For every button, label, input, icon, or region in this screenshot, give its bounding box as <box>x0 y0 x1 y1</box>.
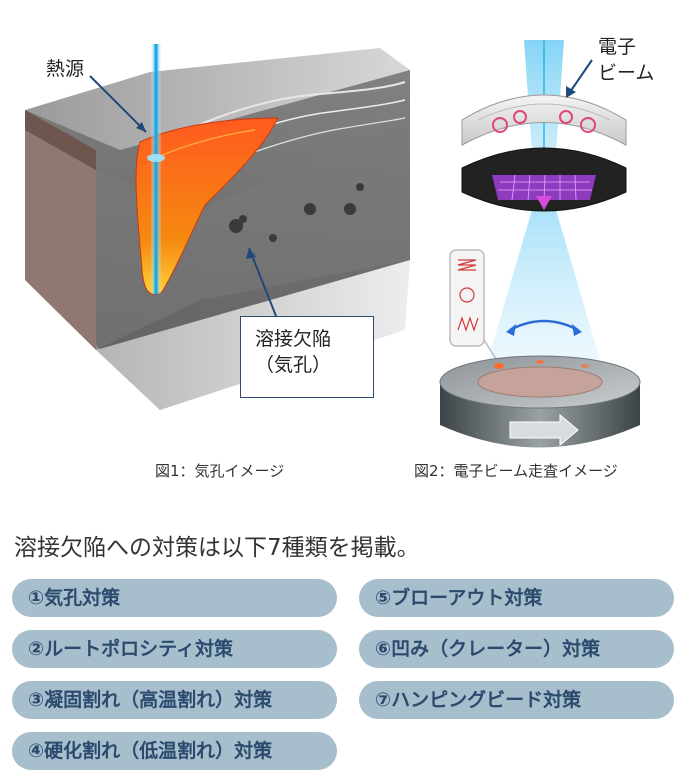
figure1-caption: 図1：気孔イメージ <box>155 462 285 480</box>
electron-beam-label-line1: 電子 <box>598 36 637 58</box>
heat-source-label: 熱源 <box>46 58 85 80</box>
defect-label-line1: 溶接欠陥 <box>255 328 332 350</box>
countermeasure-7-link[interactable]: ⑦ハンピングビード対策 <box>359 681 674 719</box>
weld-defect-callout: 溶接欠陥 （気孔） <box>240 316 374 398</box>
pores <box>229 183 364 242</box>
defect-label-line2: （気孔） <box>255 353 332 376</box>
countermeasure-2-link[interactable]: ②ルートポロシティ対策 <box>12 630 337 668</box>
deflection-coil-lower <box>461 147 627 212</box>
illustration <box>25 40 641 448</box>
molten-pool <box>135 117 279 295</box>
countermeasure-4-link[interactable]: ④硬化割れ（低温割れ）対策 <box>12 732 337 770</box>
heat-source-leader <box>89 75 147 133</box>
workpiece-disk <box>439 355 641 448</box>
scan-pattern-panel <box>449 249 501 366</box>
countermeasure-6-link[interactable]: ⑥凹み（クレーター）対策 <box>359 630 674 668</box>
electron-beam-label-line2: ビーム <box>598 62 655 84</box>
electron-beam-bottom <box>488 210 600 360</box>
figure-area: 熱源 電子 ビーム 溶接欠陥 （気孔） 図1：気孔イメージ 図2：電子ビーム走査… <box>25 36 655 480</box>
countermeasure-5-link[interactable]: ⑤ブローアウト対策 <box>359 579 674 617</box>
countermeasure-1-link[interactable]: ①気孔対策 <box>12 579 337 617</box>
beam-leader <box>569 59 593 93</box>
countermeasure-3-link[interactable]: ③凝固割れ（高温割れ）対策 <box>12 681 337 719</box>
figure2-caption: 図2：電子ビーム走査イメージ <box>414 462 618 480</box>
scan-arc-arrow <box>509 319 579 332</box>
rotation-arrow <box>509 413 579 447</box>
intro-text: 溶接欠陥への対策は以下7種類を掲載。 <box>14 535 420 561</box>
deflection-coil-upper <box>461 94 627 146</box>
defect-leader <box>248 247 277 317</box>
